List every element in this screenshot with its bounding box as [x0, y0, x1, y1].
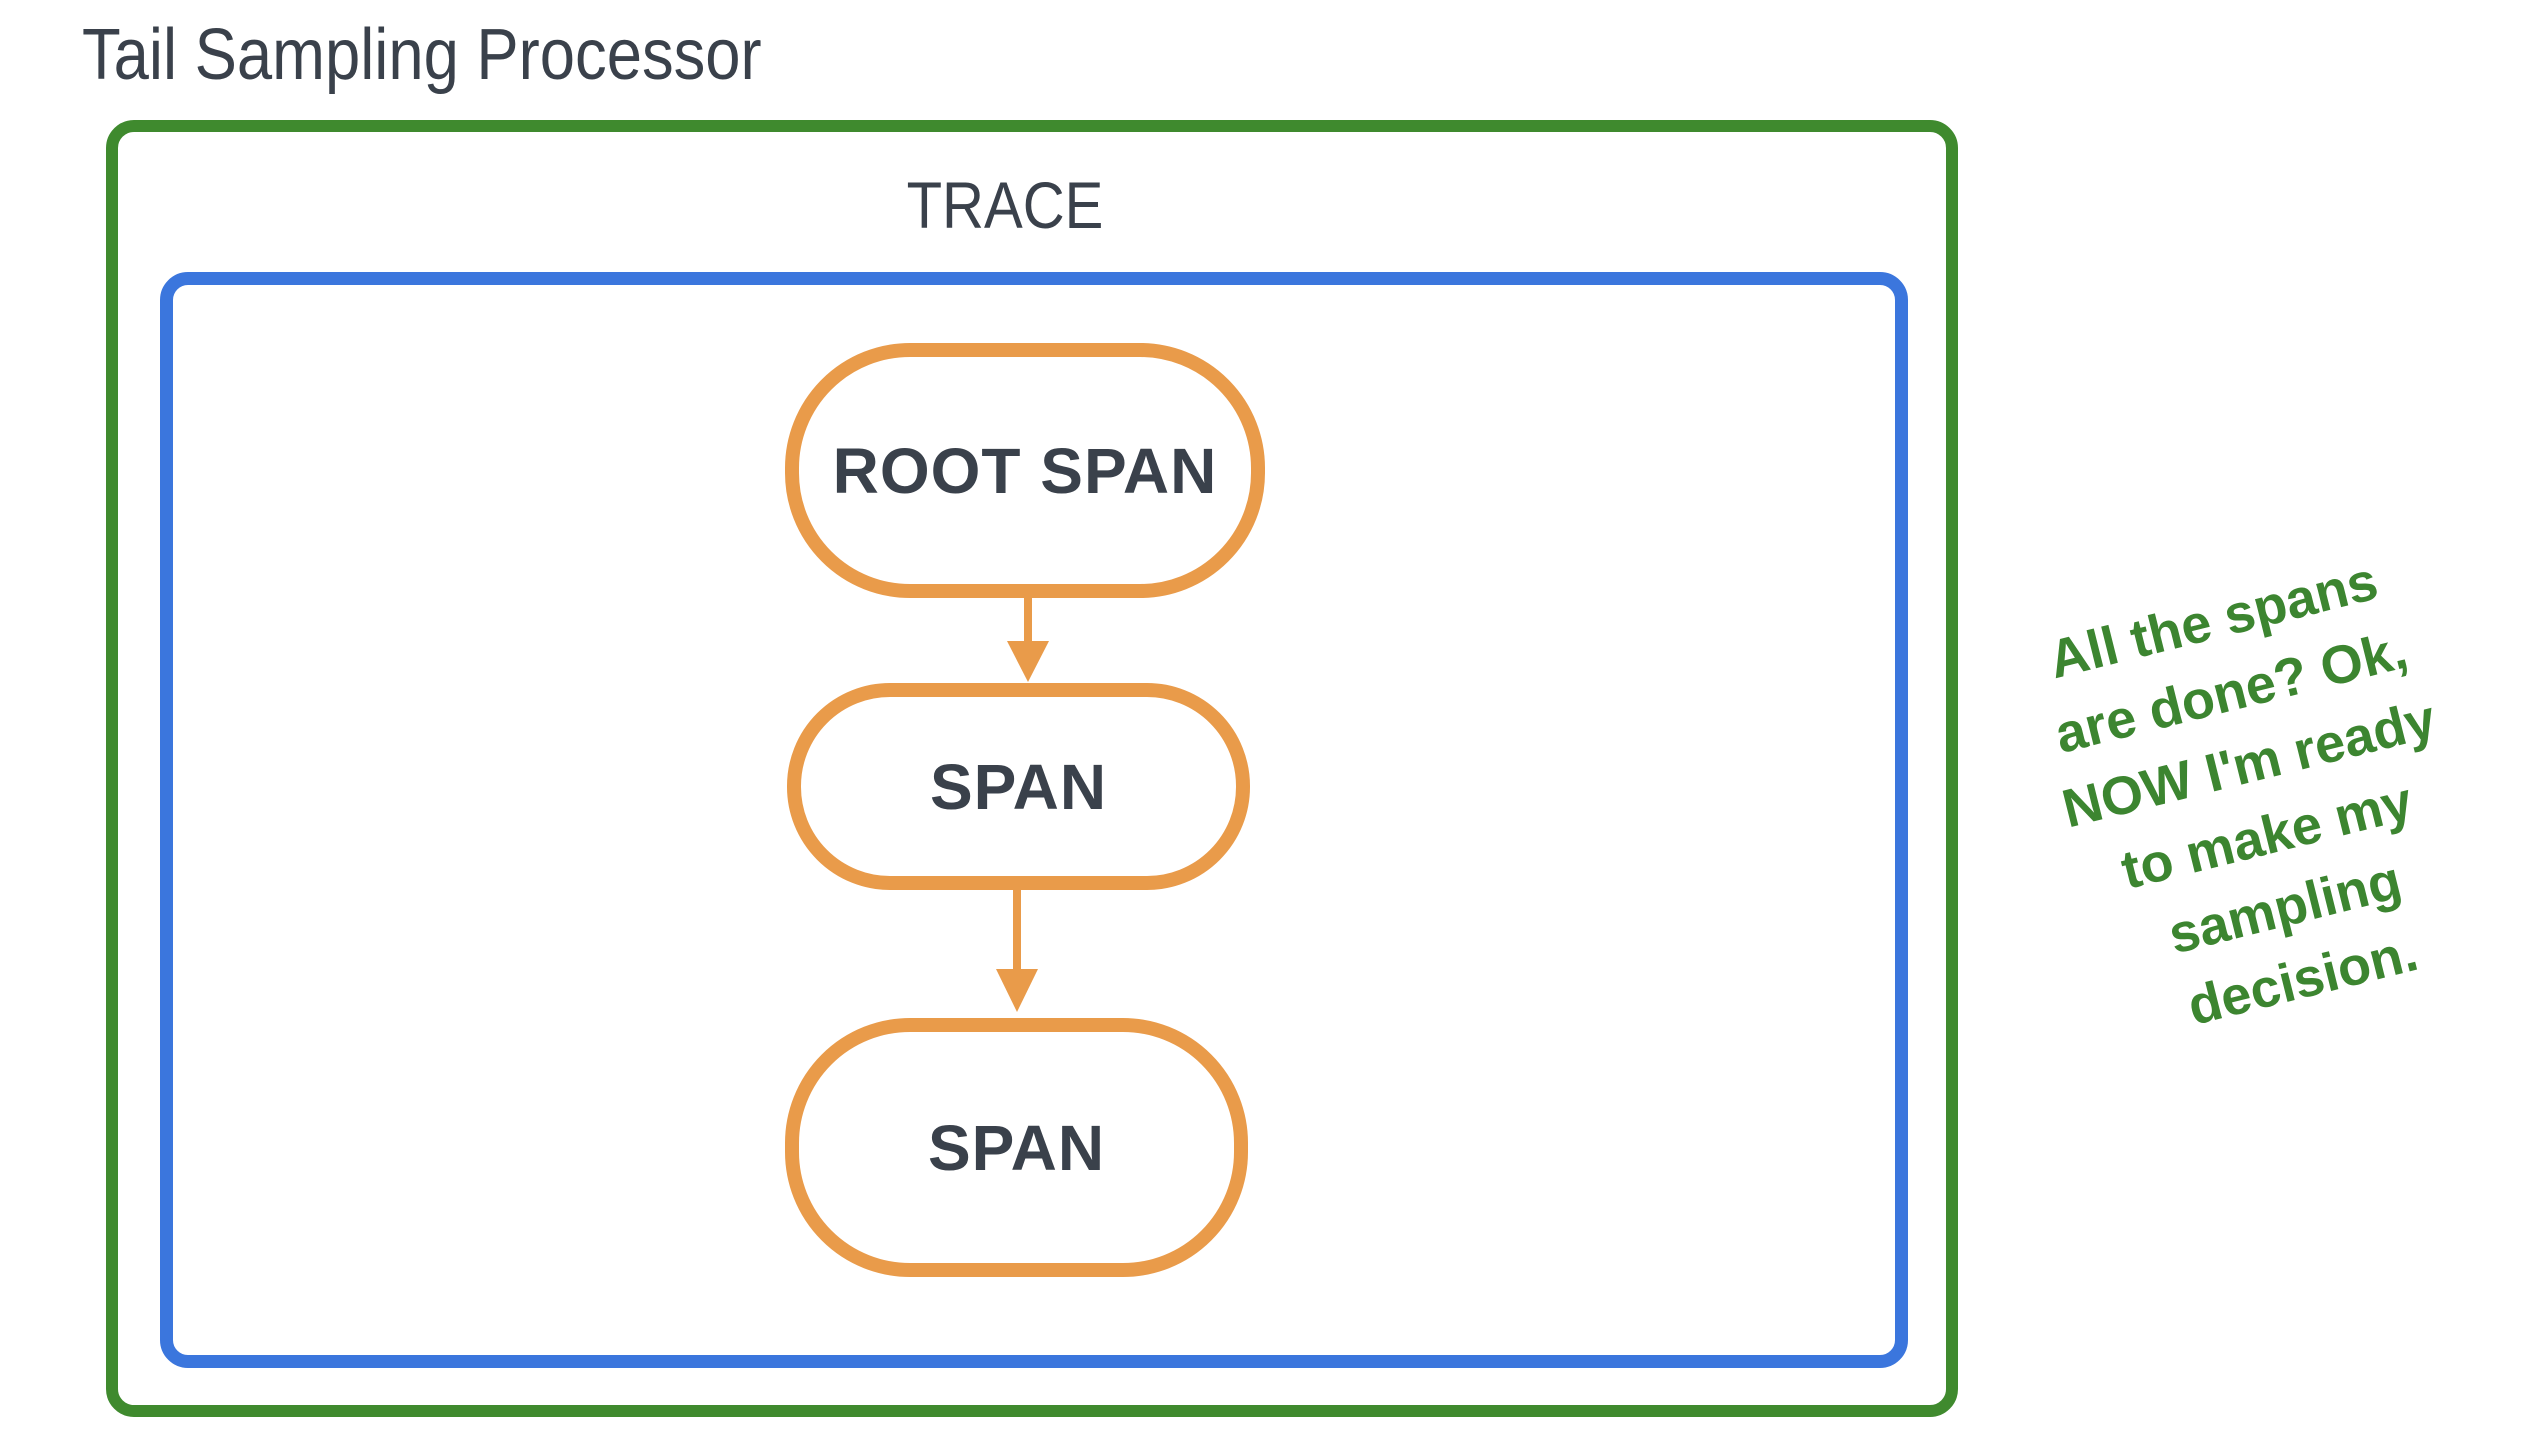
node-span-3: SPAN [785, 1018, 1248, 1277]
node-span-2: SPAN [787, 683, 1250, 890]
down-arrow-icon [996, 889, 1038, 1012]
trace-label: TRACE [906, 168, 1104, 242]
down-arrow-icon [1007, 597, 1049, 682]
trace-box [160, 272, 1908, 1368]
node-label: SPAN [927, 1111, 1106, 1184]
node-root-span: ROOT SPAN [785, 343, 1265, 598]
node-label: SPAN [929, 750, 1108, 823]
node-label: ROOT SPAN [832, 434, 1218, 507]
diagram-title: Tail Sampling Processor [82, 15, 762, 95]
processor-container-box [106, 120, 1958, 1417]
annotation-text: All the spans are done? Ok, NOW I'm read… [2042, 550, 2442, 1037]
